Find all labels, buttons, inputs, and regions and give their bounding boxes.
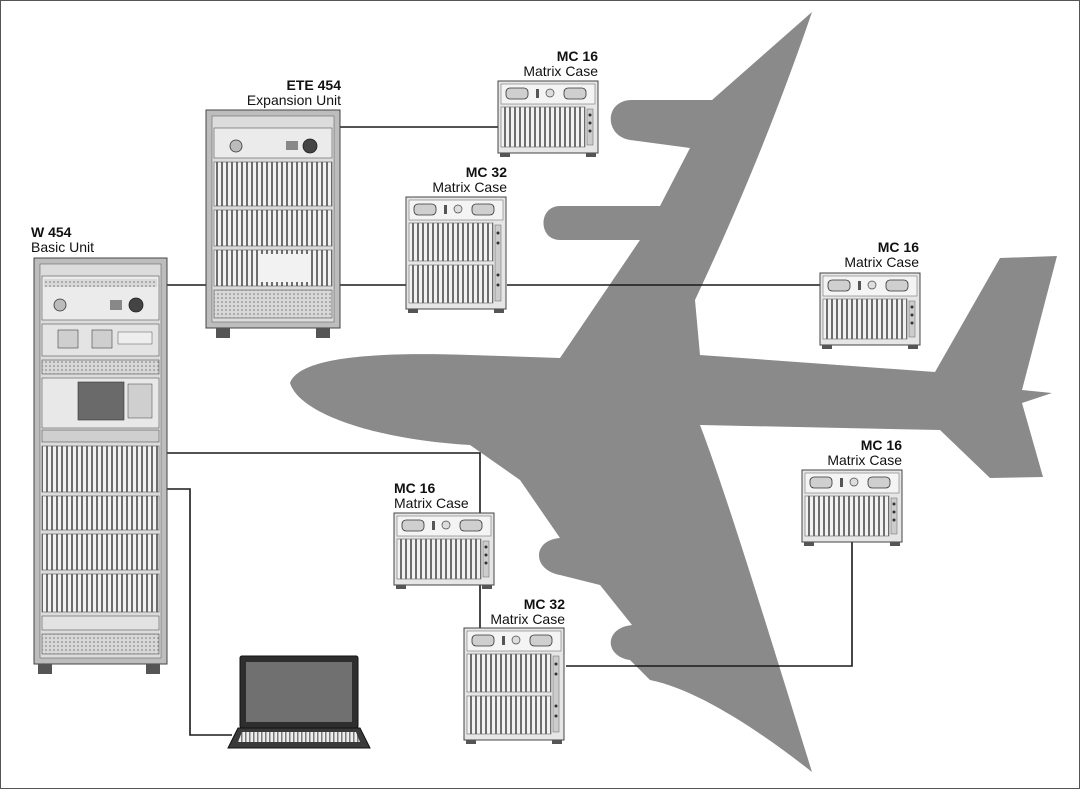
cable-mc32-bottom-to-mc16-lower-right — [566, 542, 853, 667]
label-mc16-lower-mid: MC 16 Matrix Case — [394, 481, 469, 511]
label-mc16-right-title: MC 16 — [877, 239, 919, 255]
label-ete454: ETE 454 Expansion Unit — [247, 78, 341, 108]
label-w454-title: W 454 — [31, 224, 72, 240]
mc16-top-case — [497, 80, 599, 158]
label-mc16-right: MC 16 Matrix Case — [844, 240, 919, 270]
label-mc16-lower-right-title: MC 16 — [860, 437, 902, 453]
label-mc32-bottom-title: MC 32 — [523, 596, 565, 612]
label-mc32-bottom: MC 32 Matrix Case — [490, 597, 565, 627]
label-ete454-subtitle: Expansion Unit — [246, 92, 341, 108]
mc16-lower-mid-case — [393, 512, 495, 590]
label-mc16-top-title: MC 16 — [556, 48, 598, 64]
label-w454: W 454 Basic Unit — [31, 225, 94, 255]
label-mc32-upper: MC 32 Matrix Case — [432, 165, 507, 195]
cable-w454-to-laptop — [166, 488, 232, 736]
ete454-expansion-unit-rack — [205, 109, 341, 338]
mc16-lower-right-case — [801, 469, 903, 547]
label-ete454-title: ETE 454 — [286, 77, 341, 93]
mc16-right-case — [819, 272, 921, 350]
label-mc16-top-subtitle: Matrix Case — [523, 63, 598, 79]
airplane-silhouette-icon — [290, 12, 1057, 772]
mc32-upper-case — [405, 196, 507, 314]
label-mc16-top: MC 16 Matrix Case — [523, 49, 598, 79]
laptop-icon — [227, 655, 371, 749]
cable-lines — [166, 126, 853, 736]
label-mc16-lower-right: MC 16 Matrix Case — [827, 438, 902, 468]
label-mc16-right-subtitle: Matrix Case — [844, 254, 919, 270]
label-mc16-lower-right-subtitle: Matrix Case — [827, 452, 902, 468]
cable-w454-to-mc16-mid — [166, 452, 481, 514]
mc32-bottom-case — [463, 627, 565, 745]
label-mc32-upper-title: MC 32 — [465, 164, 507, 180]
w454-basic-unit-rack — [33, 257, 168, 674]
label-mc32-bottom-subtitle: Matrix Case — [490, 611, 565, 627]
label-mc16-lower-mid-title: MC 16 — [394, 480, 436, 496]
label-w454-subtitle: Basic Unit — [31, 239, 95, 255]
label-mc32-upper-subtitle: Matrix Case — [432, 179, 507, 195]
label-mc16-lower-mid-subtitle: Matrix Case — [394, 495, 469, 511]
